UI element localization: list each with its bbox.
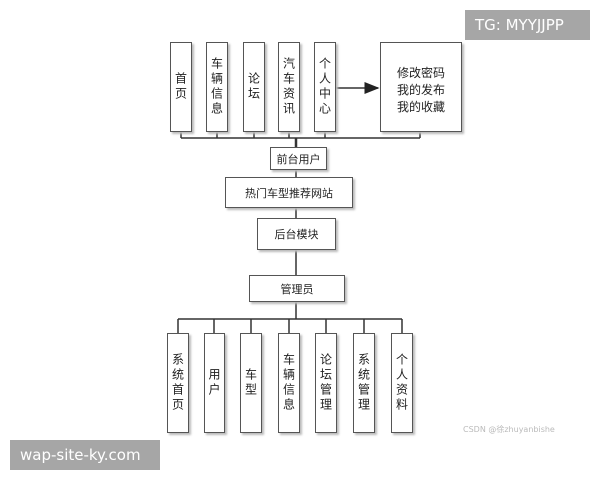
admin-module-system-mgmt: 系统管理 <box>353 333 375 433</box>
module-vehicle-info: 车辆信息 <box>206 42 228 132</box>
module-car-news: 汽车资讯 <box>278 42 300 132</box>
frontend-user-box: 前台用户 <box>270 147 327 170</box>
module-forum: 论坛 <box>243 42 265 132</box>
site-box: 热门车型推荐网站 <box>225 177 353 208</box>
admin-module-profile: 个人资料 <box>391 333 413 433</box>
personal-center-detail: 修改密码 我的发布 我的收藏 <box>380 42 462 132</box>
admin-box: 管理员 <box>249 275 345 302</box>
admin-module-users: 用户 <box>204 333 225 433</box>
admin-module-forum-mgmt: 论坛管理 <box>315 333 337 433</box>
csdn-watermark: CSDN @徐zhuyanbishe <box>463 425 555 434</box>
admin-module-system-home: 系统首页 <box>167 333 189 433</box>
admin-module-car-models: 车型 <box>240 333 262 433</box>
watermark-bottom-left: wap-site-ky.com <box>10 440 160 470</box>
watermark-top-right: TG: MYYJJPP <box>465 10 590 40</box>
module-home: 首页 <box>170 42 192 132</box>
backend-module-box: 后台模块 <box>257 218 336 250</box>
module-personal-center: 个人中心 <box>314 42 336 132</box>
admin-module-vehicle-info: 车辆信息 <box>278 333 300 433</box>
